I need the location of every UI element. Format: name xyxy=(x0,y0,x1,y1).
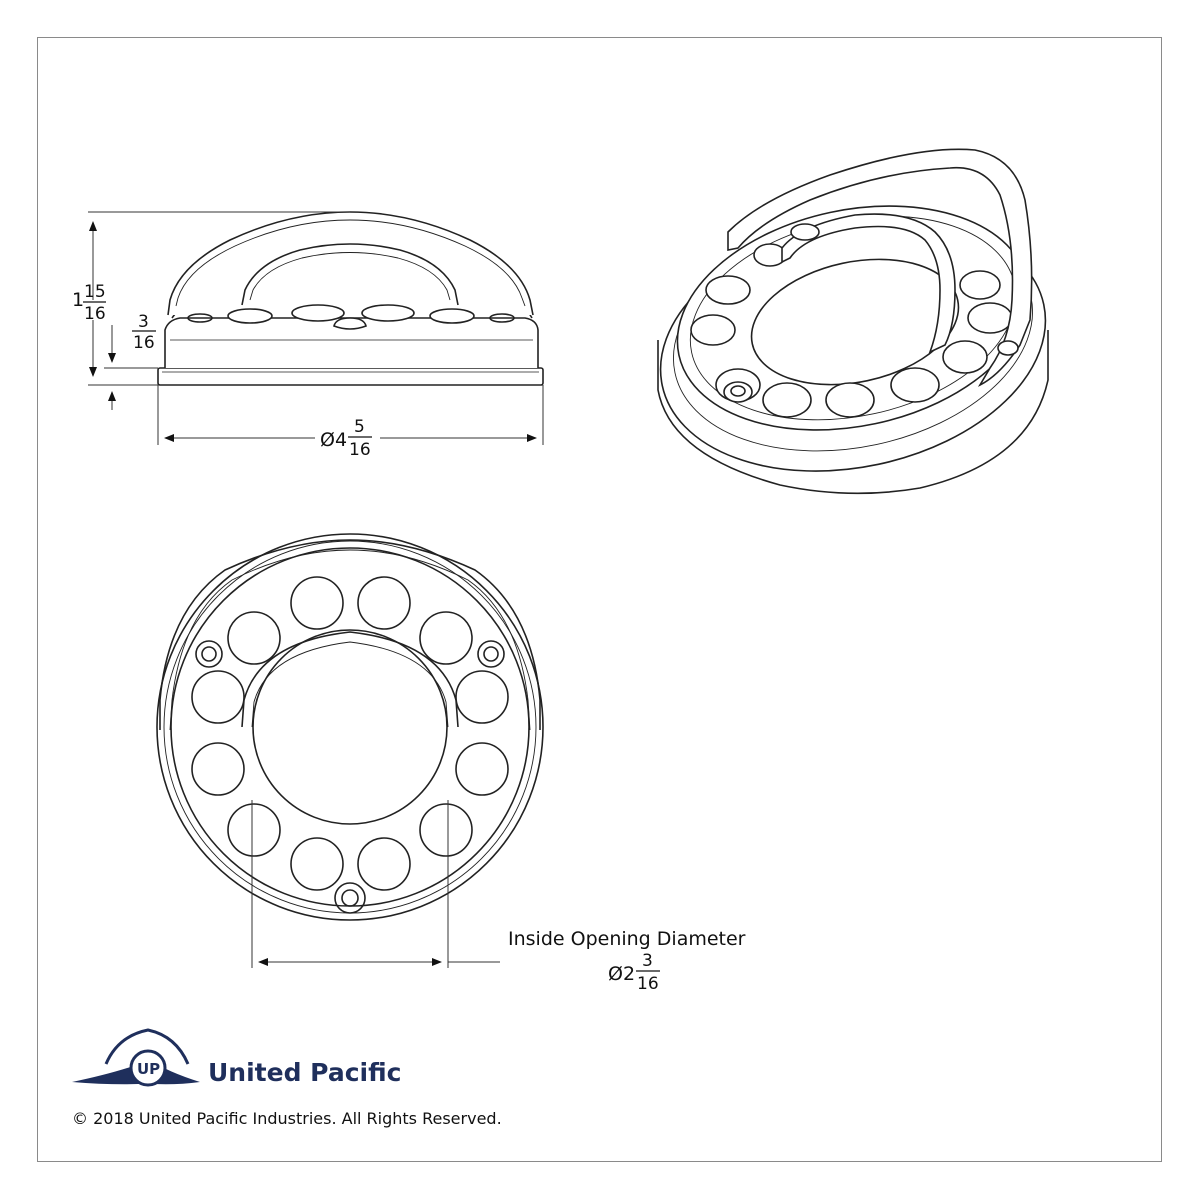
height-whole: 1 xyxy=(72,289,84,311)
copyright-text: © 2018 United Pacific Industries. All Ri… xyxy=(72,1109,502,1128)
drawing-border xyxy=(37,37,1162,1162)
outer-diameter-den: 16 xyxy=(349,440,371,460)
outer-diameter-label: Ø4 5 16 xyxy=(320,417,372,460)
height-dimension-label: 1 15 16 xyxy=(72,282,106,324)
inside-diameter-den: 16 xyxy=(637,974,659,994)
inside-diameter-num: 3 xyxy=(642,951,653,971)
side-view xyxy=(157,211,544,386)
united-pacific-logo-icon: UP xyxy=(72,1028,200,1087)
base-den: 16 xyxy=(133,333,155,353)
height-den: 16 xyxy=(84,304,106,324)
outer-diameter-prefix: Ø4 xyxy=(320,429,347,451)
height-num: 15 xyxy=(84,282,106,302)
base-dimension-label: 3 16 xyxy=(132,312,156,353)
inside-opening-dimension xyxy=(251,800,500,968)
inside-diameter-prefix: Ø2 xyxy=(608,963,635,985)
isometric-view xyxy=(657,148,1049,495)
logo-monogram: UP xyxy=(137,1060,160,1078)
outer-diameter-num: 5 xyxy=(354,417,365,437)
front-view xyxy=(156,533,544,921)
brand-name: United Pacific xyxy=(208,1058,402,1087)
inside-opening-label: Inside Opening Diameter xyxy=(508,928,746,950)
side-view-dimensions xyxy=(88,211,544,445)
inside-opening-value: Ø2 3 16 xyxy=(608,951,660,994)
base-num: 3 xyxy=(138,312,149,332)
